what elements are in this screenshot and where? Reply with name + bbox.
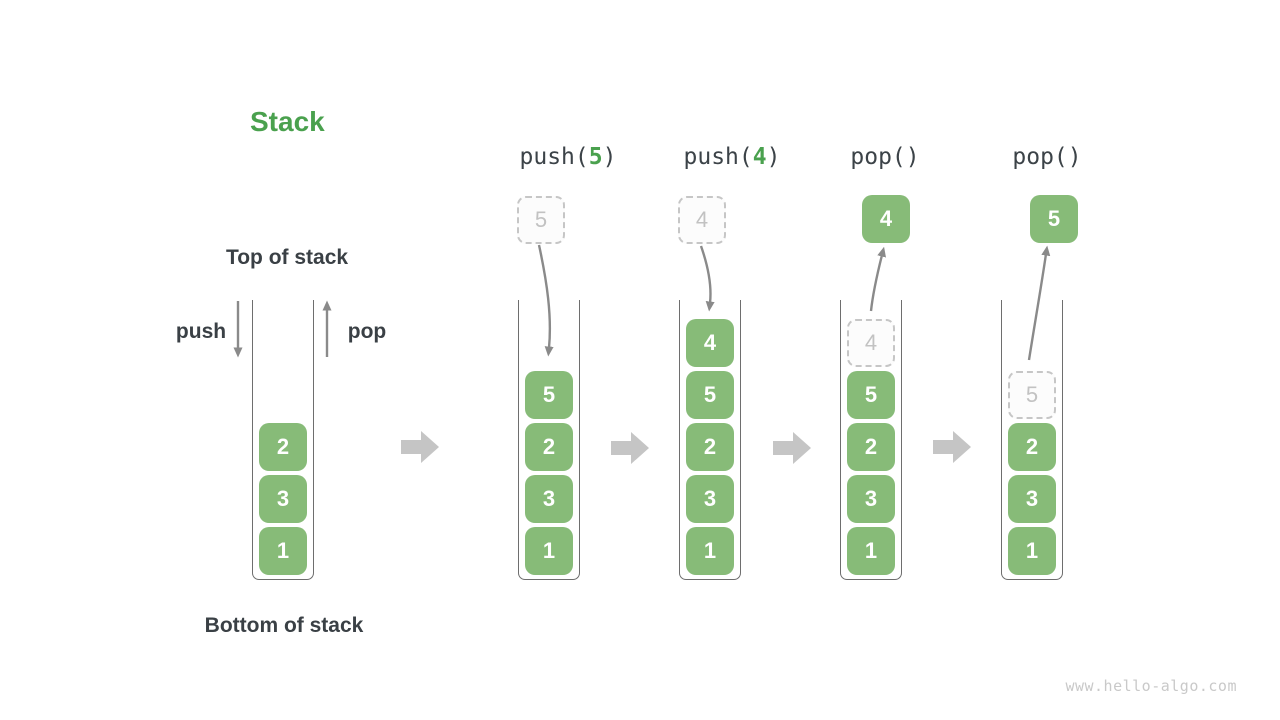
op-prefix: pop( [1012,144,1068,170]
stack-item: 2 [686,423,734,471]
stack-item: 3 [686,475,734,523]
popped-value-box: 5 [1030,195,1078,243]
stack-item: 3 [847,475,895,523]
stack-item: 1 [1008,527,1056,575]
popped-value-box: 4 [862,195,910,243]
stack-item: 4 [686,319,734,367]
stack-item: 3 [259,475,307,523]
stack-item: 2 [1008,423,1056,471]
stack-item: 5 [686,371,734,419]
op-arg: 4 [752,144,767,170]
operation-label-push-5: push(5) [520,144,617,170]
op-arg: 5 [588,144,603,170]
op-prefix: push( [519,144,589,170]
transition-arrow-icon [611,432,649,464]
op-prefix: pop( [850,144,906,170]
stack-item: 5 [525,371,573,419]
op-prefix: push( [683,144,753,170]
stack-item: 5 [847,371,895,419]
stack-item: 1 [686,527,734,575]
pushing-value-box: 4 [678,196,726,244]
stack-item: 2 [847,423,895,471]
bottom-of-stack-label: Bottom of stack [204,614,364,637]
operation-label-pop-first: pop() [850,144,919,170]
stack-item: 2 [525,423,573,471]
pushing-value-box: 5 [517,196,565,244]
op-suffix: ) [905,144,920,170]
ghost-stack-item: 4 [847,319,895,367]
ghost-stack-item: 5 [1008,371,1056,419]
op-suffix: ) [602,144,617,170]
stack-item: 3 [1008,475,1056,523]
top-of-stack-label: Top of stack [225,246,349,269]
stack-item: 3 [525,475,573,523]
push-curve-arrow-icon [699,245,715,312]
transition-arrow-icon [773,432,811,464]
stack-item: 1 [525,527,573,575]
operation-label-push-4: push(4) [684,144,781,170]
stack-item: 2 [259,423,307,471]
stack-item: 1 [259,527,307,575]
op-suffix: ) [766,144,781,170]
transition-arrow-icon [401,431,439,463]
push-label: push [175,320,227,343]
transition-arrow-icon [933,431,971,463]
pop-label: pop [347,320,387,343]
diagram-title: Stack [250,106,325,137]
op-suffix: ) [1067,144,1082,170]
operation-label-pop-second: pop() [1012,144,1081,170]
stack-item: 1 [847,527,895,575]
watermark: www.hello-algo.com [1065,677,1237,695]
